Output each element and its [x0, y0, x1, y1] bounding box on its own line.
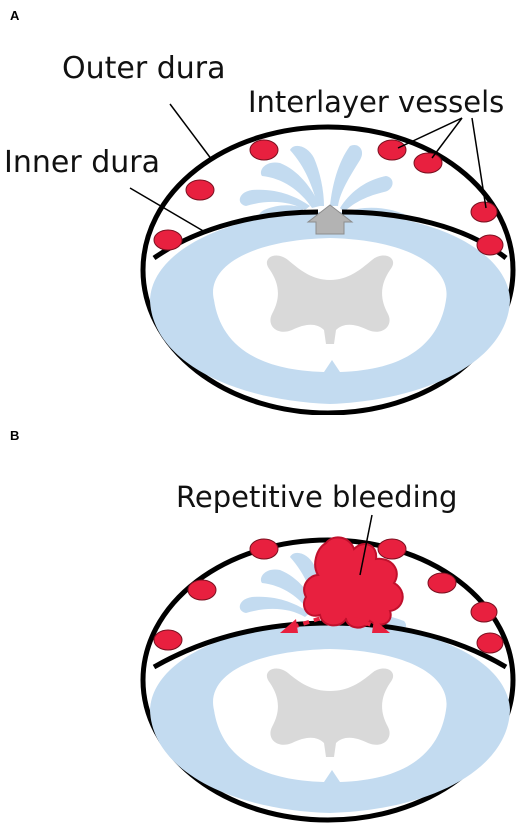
panel-b: B Repetiti	[0, 415, 529, 823]
right-arrowhead-icon	[372, 619, 390, 633]
vessel	[153, 629, 183, 651]
interlayer-vessels	[153, 538, 504, 654]
inner-dura-label: Inner dura	[4, 145, 160, 180]
vessel	[249, 538, 279, 560]
outer-dura-label: Outer dura	[62, 51, 226, 86]
gray-matter	[266, 668, 394, 757]
panel-b-letter: B	[10, 428, 19, 443]
vessel	[476, 234, 504, 256]
vessel	[476, 632, 504, 654]
leader-line	[359, 514, 373, 576]
interlayer-vessels-label: Interlayer vessels	[248, 85, 504, 119]
vessel	[153, 229, 183, 251]
interlayer-vessels	[153, 139, 504, 256]
left-arrowhead-icon	[280, 619, 298, 633]
vessel	[413, 152, 443, 174]
vessel	[377, 139, 407, 161]
upward-arrow-icon	[306, 204, 354, 235]
vessel	[470, 201, 498, 223]
vessel	[470, 601, 498, 623]
vessel	[427, 572, 457, 594]
panel-a: A	[4, 8, 516, 415]
vessel	[377, 538, 407, 560]
panel-b-diagram: B Repetiti	[10, 428, 516, 823]
hematoma	[302, 536, 404, 629]
gray-matter	[266, 255, 394, 344]
leader-lines	[129, 103, 487, 233]
vessel	[185, 179, 215, 201]
panel-a-diagram: A	[4, 8, 516, 415]
repetitive-bleeding-label: Repetitive bleeding	[176, 480, 457, 514]
vessel	[187, 579, 217, 601]
vessel	[249, 139, 279, 161]
panel-a-letter: A	[10, 8, 20, 23]
